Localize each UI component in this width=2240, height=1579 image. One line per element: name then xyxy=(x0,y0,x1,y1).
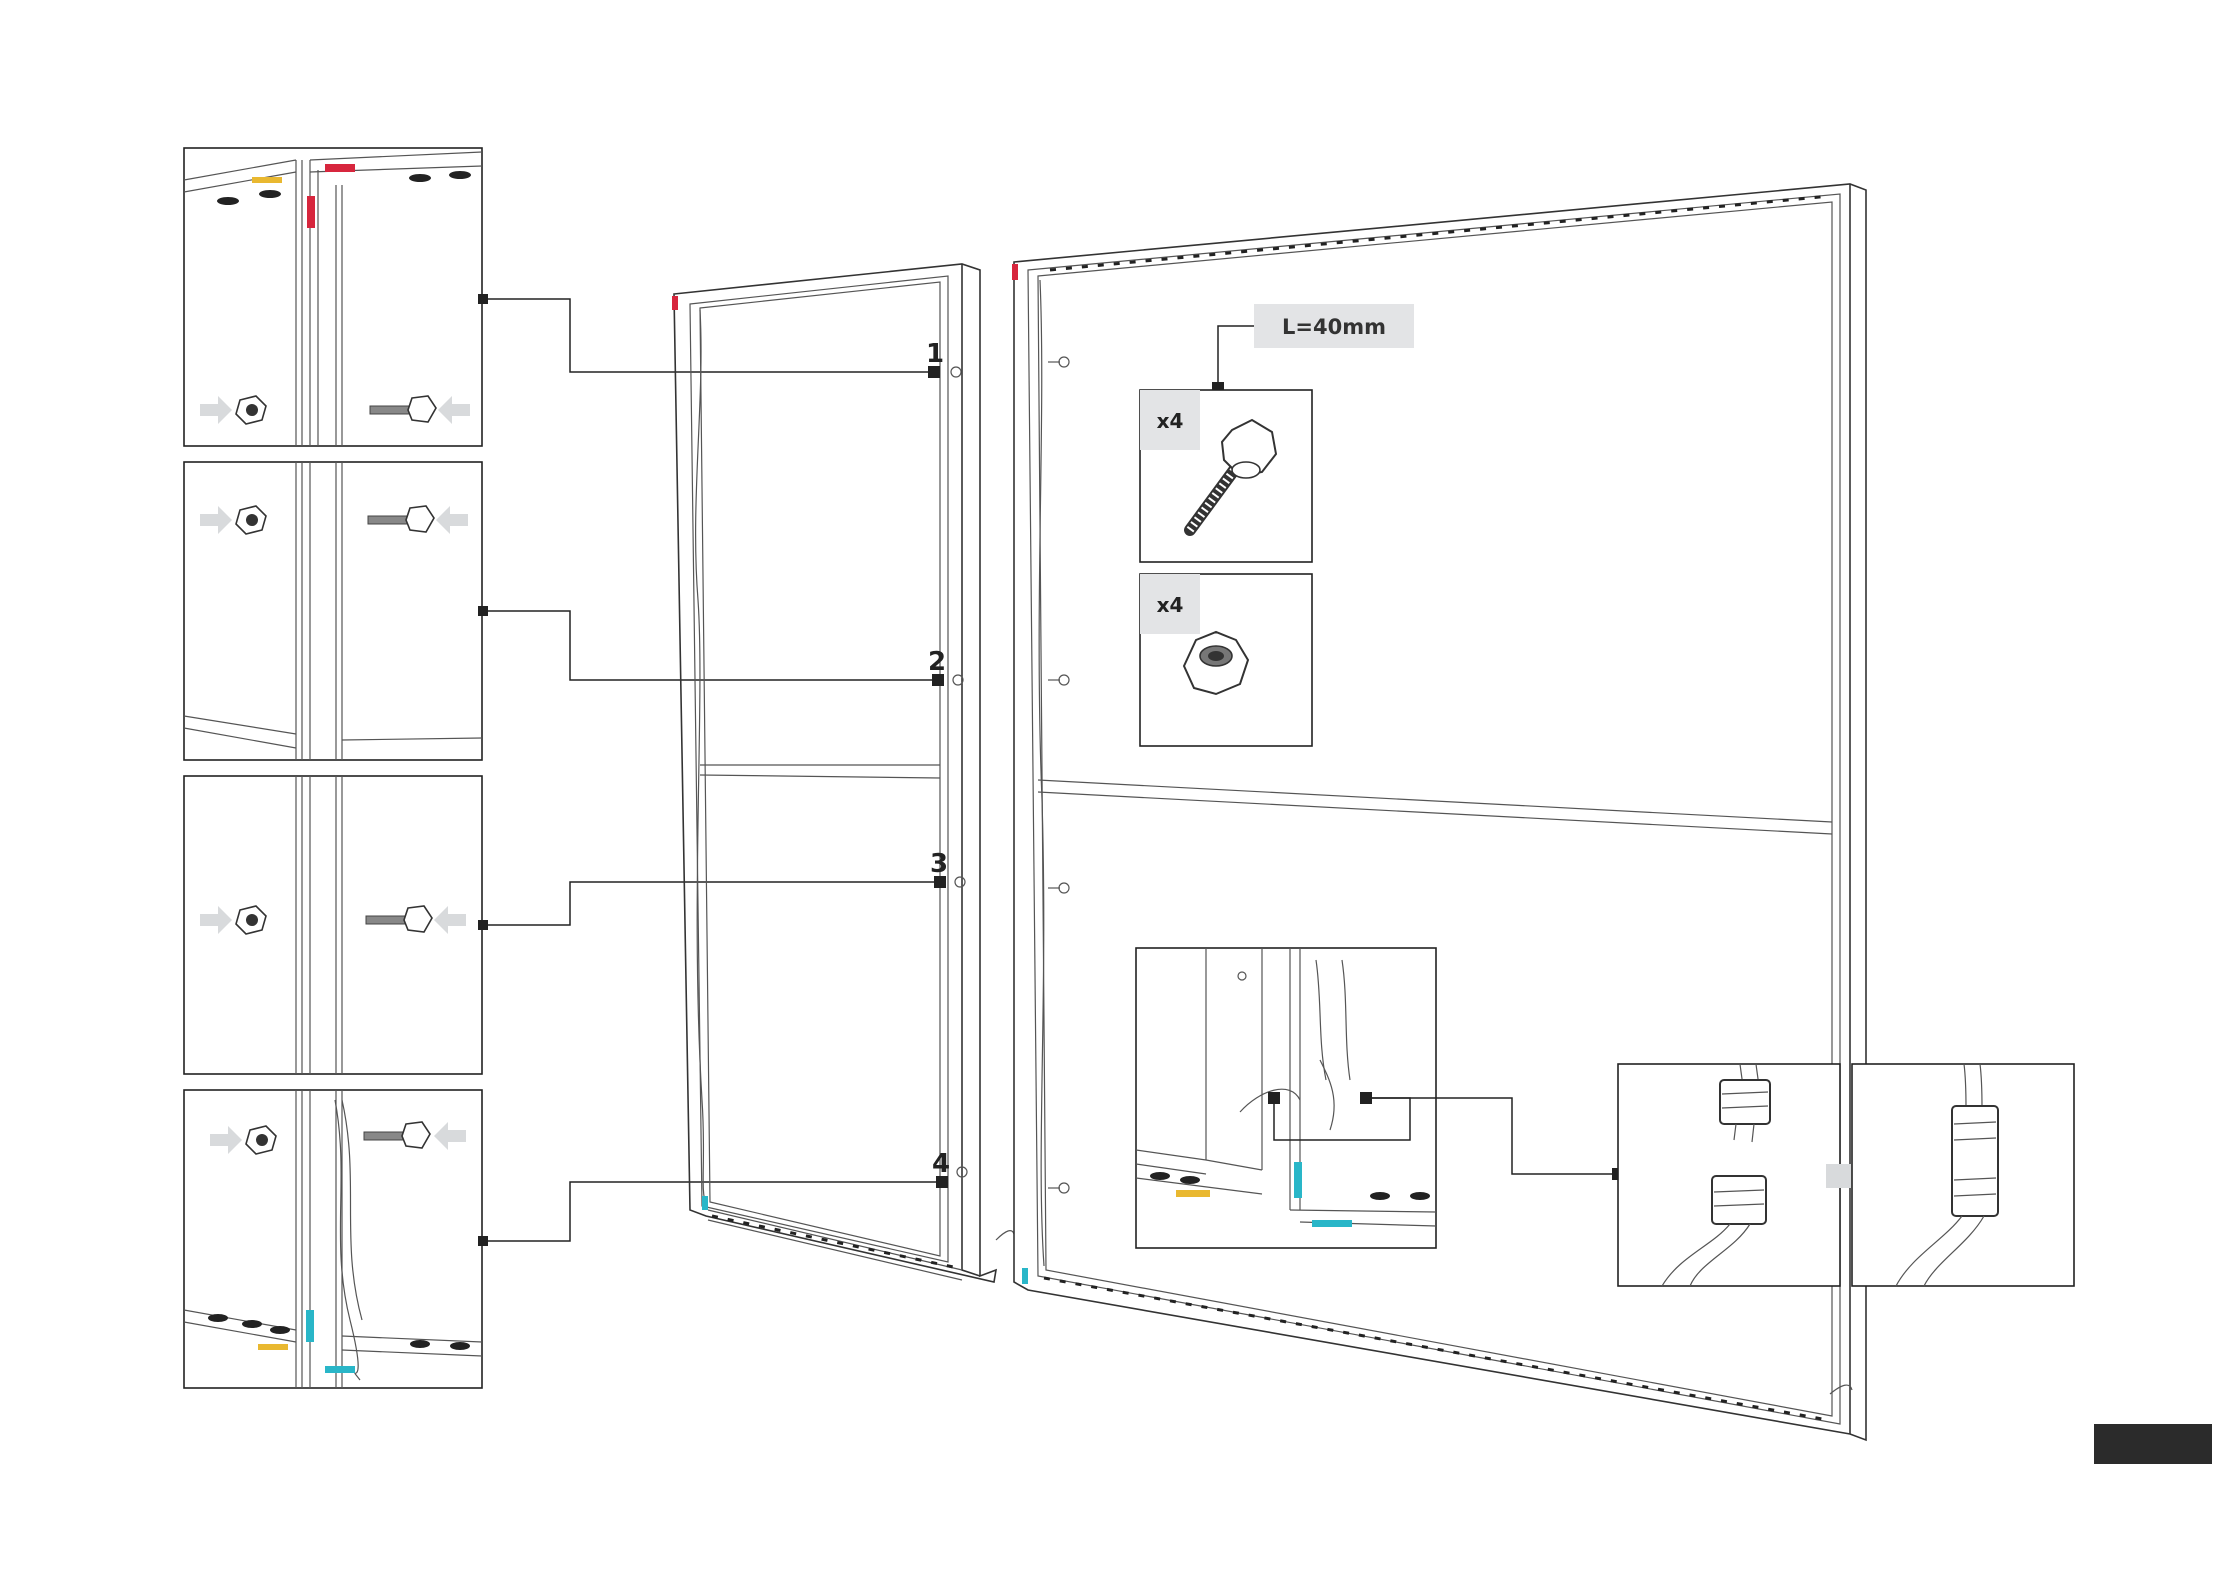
detail-panel-1 xyxy=(183,147,488,447)
connector-before xyxy=(1617,1063,1841,1287)
knob-bolt-icon xyxy=(365,905,433,933)
length-label-box xyxy=(1254,304,1414,348)
bolt-length-label: L=40mm xyxy=(1282,315,1386,339)
direction-arrow-icon xyxy=(210,1126,242,1154)
step-node-4 xyxy=(936,1176,948,1188)
knob-bolt-icon xyxy=(367,505,435,533)
star-knob-nut-icon xyxy=(235,905,267,935)
knob-bolt-icon xyxy=(363,1121,431,1149)
cable-detail xyxy=(1135,947,1624,1249)
leader-node xyxy=(1268,1092,1280,1104)
red-marker-vertical xyxy=(307,196,315,228)
direction-arrow-icon xyxy=(200,506,232,534)
hardware-callout: L=40mm x4 x4 xyxy=(1139,304,1414,747)
nut-quantity: x4 xyxy=(1157,593,1184,617)
bolt-quantity: x4 xyxy=(1157,409,1184,433)
red-marker xyxy=(325,164,355,172)
step-number-4: 4 xyxy=(932,1149,950,1179)
star-knob-nut-icon xyxy=(235,505,267,535)
star-knob-nut-icon xyxy=(235,395,267,425)
cyan-marker xyxy=(325,1366,355,1373)
right-frame xyxy=(1012,183,1867,1442)
step-node-1 xyxy=(928,366,940,378)
detail-panel-3 xyxy=(183,775,488,1075)
knob-bolt-icon xyxy=(1184,418,1278,536)
step-number-2: 2 xyxy=(928,647,946,677)
detail-panels xyxy=(183,147,942,1389)
yellow-marker xyxy=(252,177,282,183)
leader-node xyxy=(1360,1092,1372,1104)
star-knob-nut-icon xyxy=(245,1125,277,1155)
knob-bolt-icon xyxy=(369,395,437,423)
connector-after xyxy=(1851,1063,2075,1287)
page-badge xyxy=(2094,1424,2212,1464)
leader-lines xyxy=(483,298,942,1242)
cable-connector-icon xyxy=(1895,1063,1999,1287)
star-knob-nut-icon xyxy=(1182,630,1250,696)
step-node-3 xyxy=(934,876,946,888)
direction-arrow-icon xyxy=(200,906,232,934)
direction-arrow-icon xyxy=(436,506,468,534)
step-number-1: 1 xyxy=(926,339,944,369)
direction-arrow-icon xyxy=(200,396,232,424)
yellow-marker xyxy=(258,1344,288,1350)
step-markers: 1 2 3 4 xyxy=(926,339,950,1188)
direction-arrow-icon xyxy=(434,906,466,934)
cyan-marker-vertical xyxy=(306,1310,314,1342)
detail-panel-2 xyxy=(183,461,488,761)
step-number-3: 3 xyxy=(930,849,948,879)
direction-arrow-icon xyxy=(438,396,470,424)
step-node-2 xyxy=(932,674,944,686)
direction-arrow-icon xyxy=(434,1122,466,1150)
cable-connector-icon xyxy=(1661,1063,1771,1287)
left-frame xyxy=(672,263,1015,1283)
detail-panel-4 xyxy=(183,1089,488,1389)
